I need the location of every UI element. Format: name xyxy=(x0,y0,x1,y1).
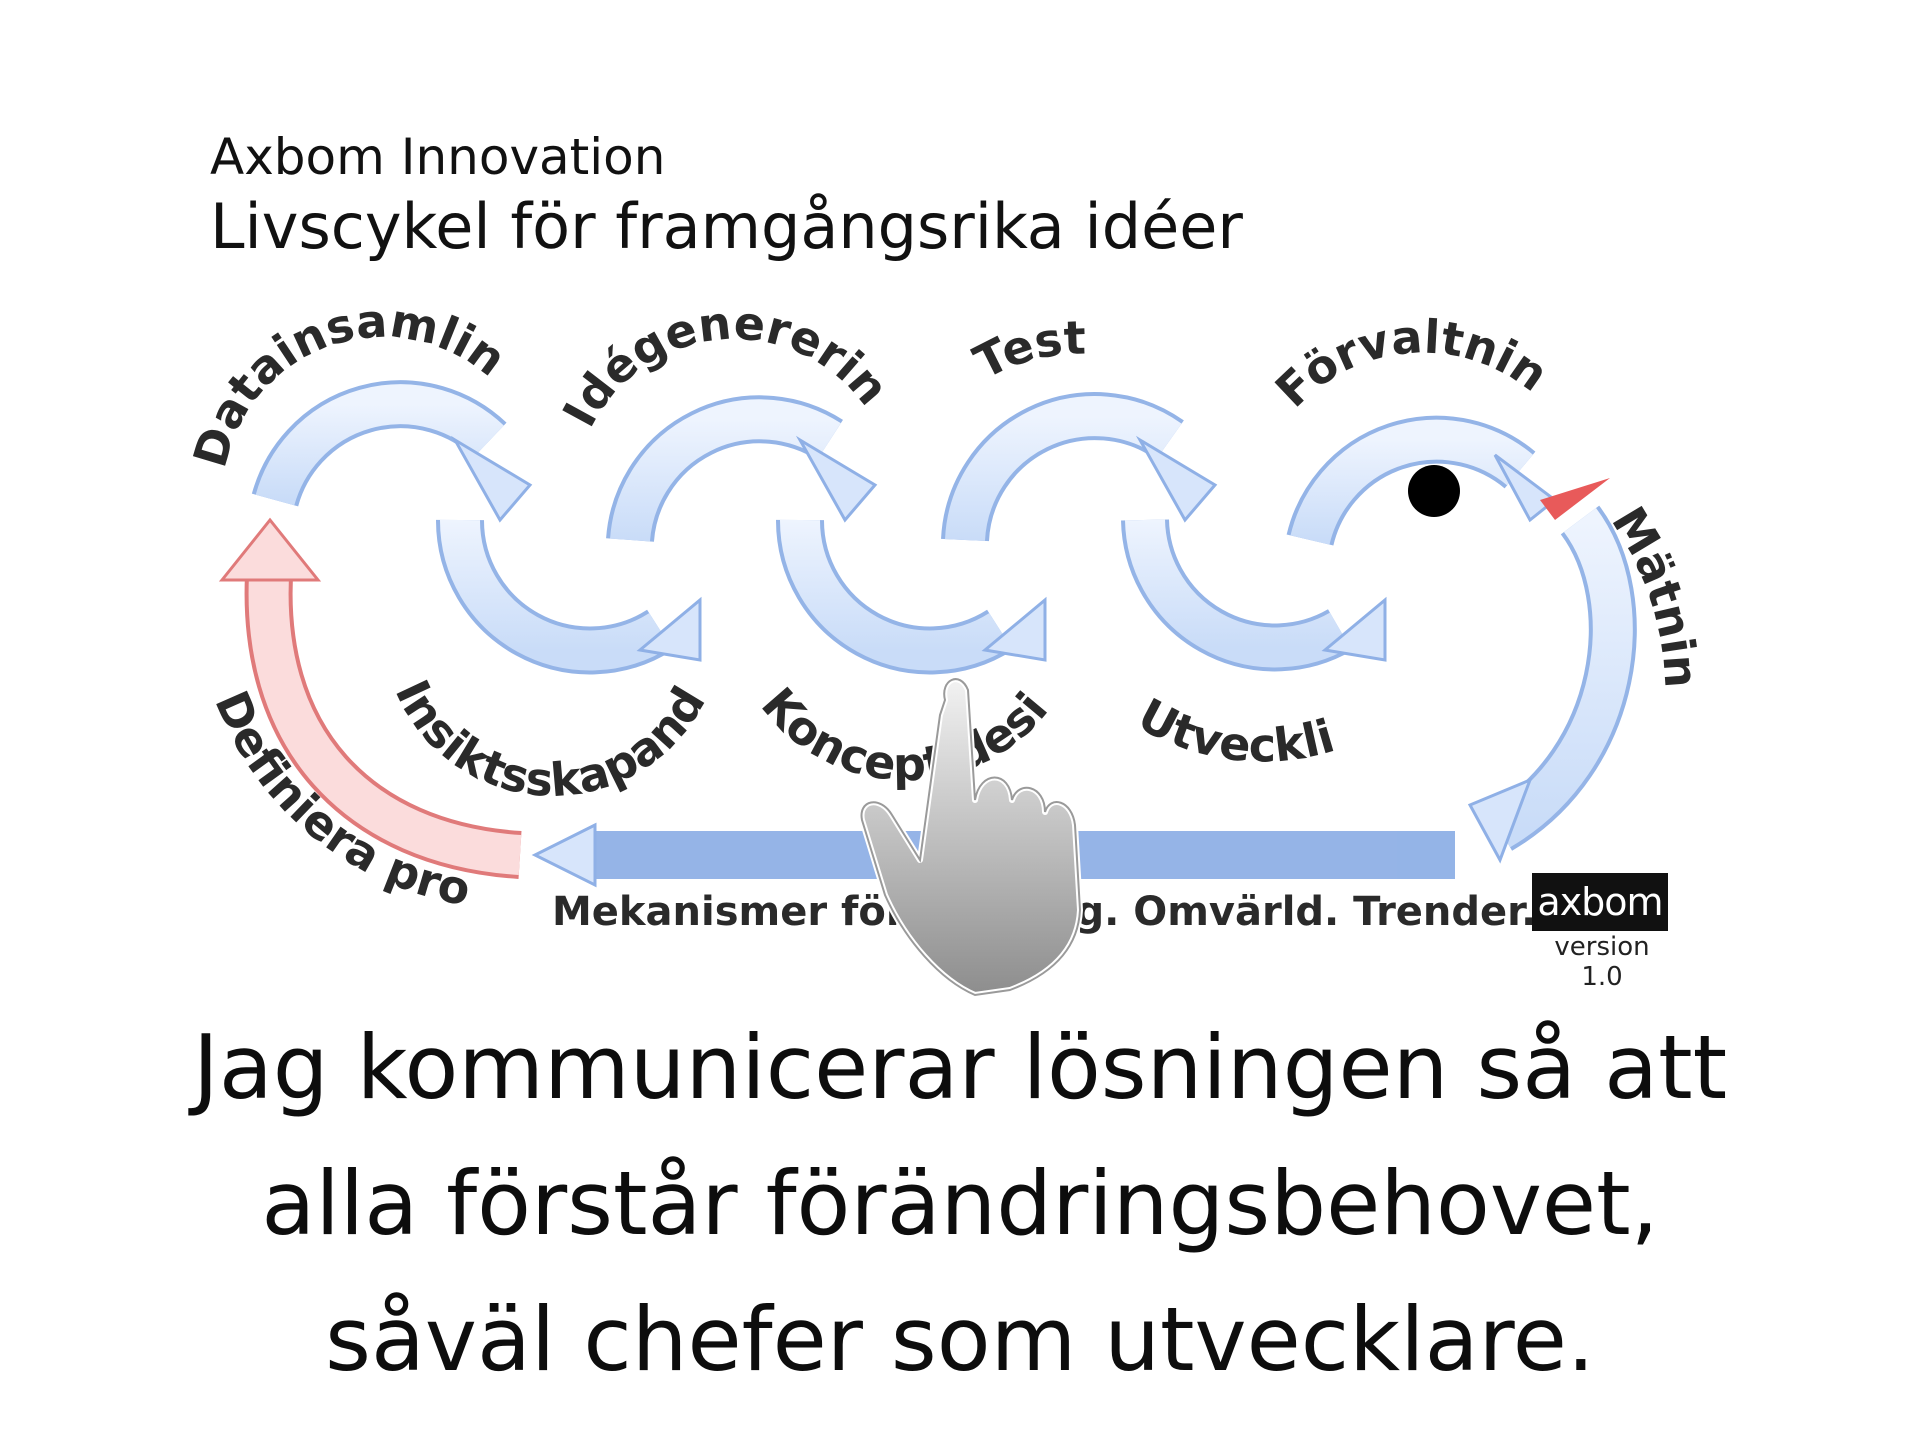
caption: Jag kommunicerar lösningen så att alla f… xyxy=(0,1000,1920,1408)
stage-label-idegenerering: Idégenerering xyxy=(0,0,900,435)
caption-line-1: Jag kommunicerar lösningen så att xyxy=(192,1016,1728,1119)
pointing-hand-icon xyxy=(858,676,1083,998)
bird-eye xyxy=(1408,465,1460,517)
bird-beak xyxy=(1540,478,1610,520)
axbom-logo: axbom xyxy=(1532,873,1668,931)
stage-label-konceptdesign: Koncept design xyxy=(0,0,1058,791)
organization-name: Axbom Innovation xyxy=(210,128,666,186)
caption-line-3: såväl chefer som utvecklare. xyxy=(325,1288,1595,1391)
stage-label-test: Test xyxy=(965,310,1086,389)
red-return-arrow xyxy=(218,517,522,879)
caption-line-2: alla förstår förändringsbehovet, xyxy=(261,1152,1659,1255)
version-label: version 1.0 xyxy=(1554,932,1650,992)
diagram-title: Livscykel för framgångsrika idéer xyxy=(210,190,1243,263)
stage-label-utveckling: Utveckling xyxy=(0,0,1340,773)
arrow-heads xyxy=(450,435,1558,888)
feedback-label-end: ng. Omvärld. Trender. xyxy=(1047,889,1536,935)
